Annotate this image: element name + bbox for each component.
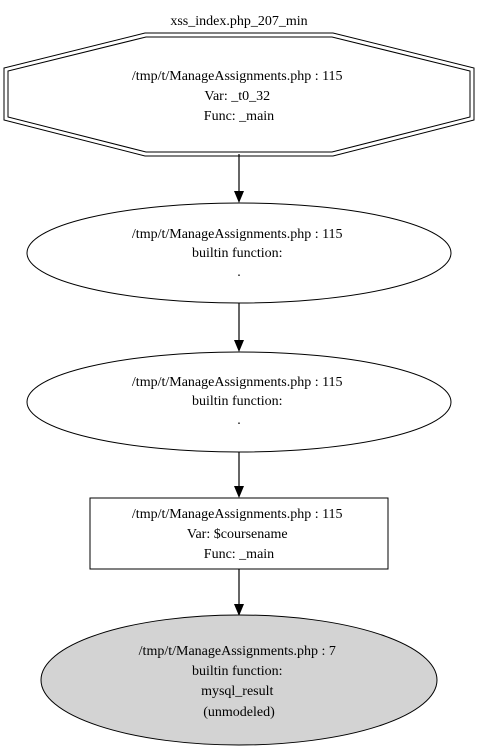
node-n3: /tmp/t/ManageAssignments.php : 115 built…: [26, 351, 452, 453]
node-n2: /tmp/t/ManageAssignments.php : 115 built…: [26, 202, 452, 304]
edge-n4-n5: [234, 569, 244, 616]
svg-text:/tmp/t/ManageAssignments.php :: /tmp/t/ManageAssignments.php : 7 builtin…: [139, 644, 340, 720]
node-n1: /tmp/t/ManageAssignments.php : 115 Var: …: [3, 32, 475, 157]
node-n1-line-2: Var: _t0_32: [204, 89, 270, 104]
node-n4-shape: [89, 497, 389, 570]
edge-n3-n4: [234, 452, 244, 498]
node-n3-line-2: builtin function:: [192, 394, 283, 409]
graph-title: xss_index.php_207_min: [170, 14, 307, 29]
node-n3-line-1: /tmp/t/ManageAssignments.php : 115: [132, 375, 343, 390]
node-n4: /tmp/t/ManageAssignments.php : 115 Var: …: [89, 497, 389, 570]
node-n1-line-1: /tmp/t/ManageAssignments.php : 115: [132, 69, 343, 84]
node-n1-shape: [7, 36, 471, 153]
node-n3-line-3: .: [237, 413, 241, 428]
svg-text:/tmp/t/ManageAssignments.php :: /tmp/t/ManageAssignments.php : 115 Var: …: [132, 507, 346, 562]
node-n5-shape: [40, 614, 438, 746]
svg-text:/tmp/t/ManageAssignments.php :: /tmp/t/ManageAssignments.php : 115 Var: …: [132, 69, 346, 124]
node-n2-line-3: .: [237, 265, 241, 280]
node-n4-line-3: Func: _main: [204, 547, 274, 562]
svg-text:/tmp/t/ManageAssignments.php :: /tmp/t/ManageAssignments.php : 115 built…: [132, 375, 346, 428]
node-n5-line-4: (unmodeled): [203, 705, 275, 720]
node-n4-line-2: Var: $coursename: [187, 527, 288, 542]
node-n5-line-1: /tmp/t/ManageAssignments.php : 7: [139, 644, 336, 659]
edge-n1-n2: [234, 154, 244, 203]
svg-text:/tmp/t/ManageAssignments.php :: /tmp/t/ManageAssignments.php : 115 built…: [132, 227, 346, 280]
node-n5-line-3: mysql_result: [201, 684, 273, 699]
node-n4-line-1: /tmp/t/ManageAssignments.php : 115: [132, 507, 343, 522]
node-n5-line-2: builtin function:: [192, 664, 283, 679]
node-n2-line-1: /tmp/t/ManageAssignments.php : 115: [132, 227, 343, 242]
edge-n2-n3: [234, 303, 244, 352]
node-n1-outer-shape: [3, 32, 475, 157]
node-n5: /tmp/t/ManageAssignments.php : 7 builtin…: [40, 614, 438, 746]
node-n1-line-3: Func: _main: [204, 109, 274, 124]
node-n3-shape: [26, 351, 452, 453]
node-n2-line-2: builtin function:: [192, 246, 283, 261]
node-n2-shape: [26, 202, 452, 304]
